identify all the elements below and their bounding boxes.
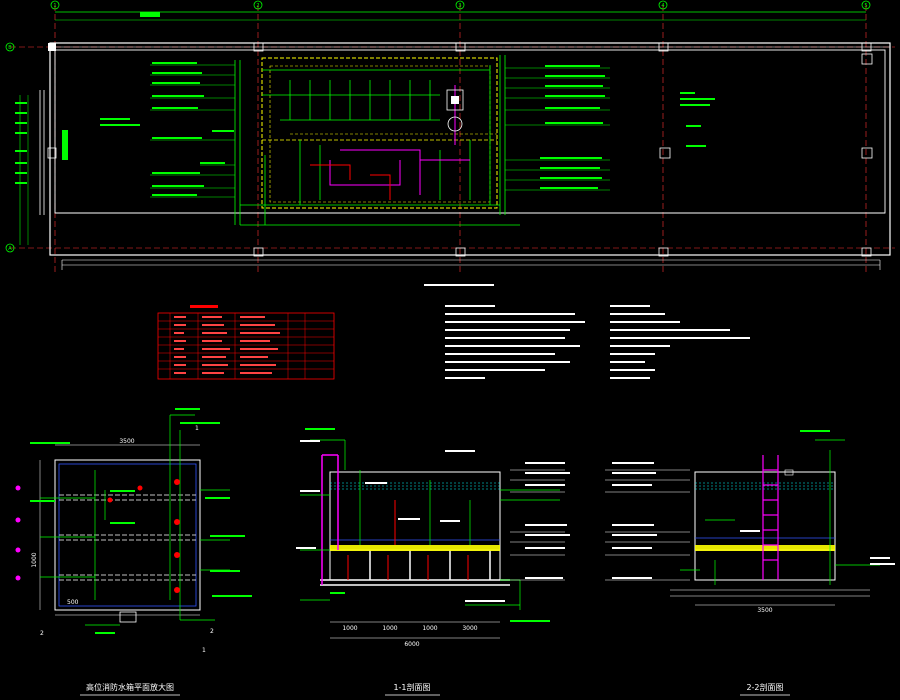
column bbox=[455, 247, 466, 257]
pipes-magenta bbox=[329, 85, 470, 195]
column bbox=[455, 42, 466, 52]
pump-unit bbox=[446, 89, 464, 111]
legend-table bbox=[157, 305, 335, 380]
grid-bubble-label: A bbox=[8, 246, 12, 252]
section-1-base-slab bbox=[330, 545, 500, 551]
section-1-dimension: 3000 bbox=[462, 625, 477, 632]
design-notes bbox=[445, 305, 750, 379]
section-1-dimension: 1000 bbox=[422, 625, 437, 632]
section-1-title: 1-1剖面图 bbox=[393, 682, 430, 692]
section-mark-1-top: 1 bbox=[195, 425, 199, 432]
column bbox=[861, 247, 872, 257]
column bbox=[861, 42, 872, 52]
grid-bubble-a bbox=[5, 243, 15, 253]
dimension-tag bbox=[140, 12, 160, 17]
column bbox=[861, 147, 873, 159]
grid-bubble-4 bbox=[658, 0, 668, 10]
pipes-green bbox=[234, 55, 520, 226]
section-2-2: 3500 2-2剖面图 bbox=[605, 430, 895, 696]
grid-bubble-label: 2 bbox=[256, 3, 259, 9]
section-mark-1-bottom: 1 bbox=[202, 647, 206, 654]
annotation-text-side bbox=[15, 102, 68, 184]
grid-bubble-label: 1 bbox=[53, 3, 56, 9]
column bbox=[47, 147, 57, 159]
annotation-leaders-left bbox=[150, 64, 235, 198]
plan-detail-title: 高位消防水箱平面放大图 bbox=[86, 682, 174, 692]
column bbox=[48, 43, 56, 51]
grid-bubble-3 bbox=[455, 0, 465, 10]
column bbox=[658, 42, 669, 52]
annotation-text-right bbox=[540, 65, 715, 189]
tank-room-outline bbox=[261, 57, 498, 209]
grid-markers: 1 2 3 4 5 B A bbox=[5, 0, 895, 275]
grid-bubble-5 bbox=[861, 0, 871, 10]
section-2-title: 2-2剖面图 bbox=[746, 682, 783, 692]
section-2-tank bbox=[694, 471, 836, 581]
column bbox=[253, 42, 264, 52]
section-2-width-dimension: 3500 bbox=[757, 607, 772, 614]
grid-bubble-2 bbox=[253, 0, 263, 10]
section-1-tank bbox=[329, 471, 501, 581]
tank-outline bbox=[54, 459, 201, 611]
column bbox=[659, 147, 671, 159]
roof-plan bbox=[15, 42, 891, 286]
column bbox=[861, 53, 873, 65]
section-2-base-slab bbox=[695, 545, 835, 551]
grid-bubble-label: B bbox=[8, 45, 12, 51]
plan-width-dimension: 3500 bbox=[119, 438, 134, 445]
grid-bubble-label: 3 bbox=[458, 3, 461, 9]
section-mark-2-right: 2 bbox=[210, 628, 214, 635]
section-mark-2-left: 2 bbox=[40, 630, 44, 637]
column bbox=[658, 247, 669, 257]
column bbox=[253, 247, 264, 257]
pipes-red bbox=[310, 164, 391, 200]
tank-plan-detail: 3500 1000 500 bbox=[15, 408, 252, 696]
grid-bubble-label: 5 bbox=[864, 3, 867, 9]
grid-bubble-label: 4 bbox=[661, 3, 664, 9]
grid-bubble-1 bbox=[50, 0, 60, 10]
section-1-total-dimension: 6000 bbox=[404, 641, 419, 648]
plan-height-dimension: 1000 bbox=[31, 552, 38, 567]
plan-small-dimension: 500 bbox=[67, 599, 79, 606]
grid-bubble-b bbox=[5, 42, 15, 52]
annotation-text-left bbox=[100, 62, 234, 196]
annotation-leaders-right bbox=[505, 67, 610, 191]
section-1-dimension: 1000 bbox=[342, 625, 357, 632]
section-2-ladder bbox=[762, 455, 779, 580]
plan-caption-bar bbox=[424, 284, 494, 286]
section-1-1: 1000 1000 1000 3000 6000 1-1剖面图 bbox=[296, 428, 570, 696]
section-1-dimension: 1000 bbox=[382, 625, 397, 632]
